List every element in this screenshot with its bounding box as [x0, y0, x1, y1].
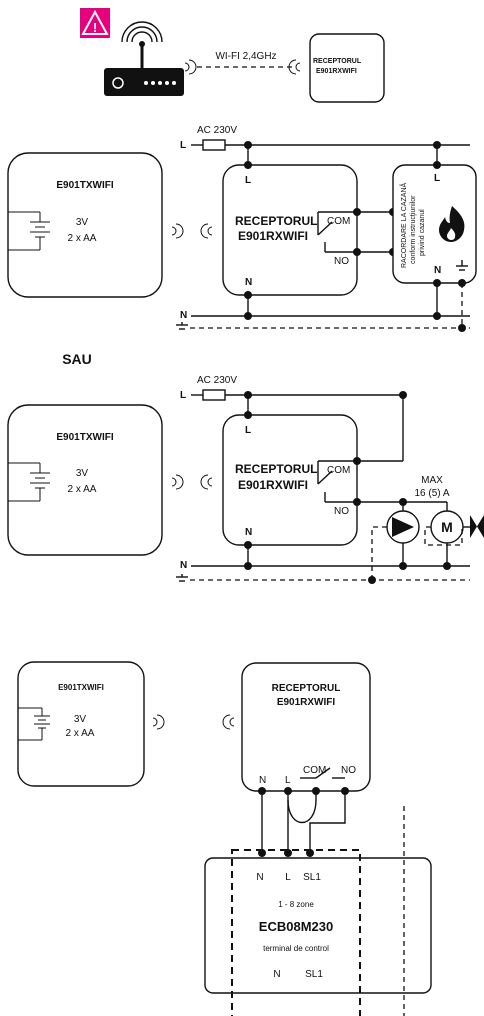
receiver-label: RECEPTORUL: [235, 462, 317, 476]
router-icon: [104, 21, 184, 96]
bottom-N-label: N: [273, 969, 280, 980]
receiver-label: RECEPTORUL: [313, 58, 362, 65]
section-2: AC 230V L N E901TXWIFI 3V 2 x AA: [7, 375, 484, 584]
pump-icon: [386, 510, 420, 544]
com-terminal: COM: [303, 765, 326, 776]
signal-out-icon: [171, 474, 184, 490]
fuse: [202, 139, 226, 151]
rx-L-terminal: L: [245, 175, 251, 186]
rx-L-terminal: L: [285, 775, 291, 786]
no-terminal: NO: [334, 506, 349, 517]
receiver-box: [241, 662, 371, 792]
battery-icon: [8, 462, 50, 502]
signal-out-icon: [152, 714, 165, 730]
transmitter-model: E901TXWIFI: [58, 683, 104, 692]
boiler-N-terminal: N: [434, 265, 441, 276]
svg-text:M: M: [441, 519, 453, 535]
com-terminal: COM: [327, 465, 350, 476]
valve-icon: [463, 515, 484, 538]
receiver-label: RECEPTORUL: [272, 683, 341, 694]
rx-L-terminal: L: [245, 425, 251, 436]
control-terminal-box: [204, 857, 432, 994]
signal-in-icon: [200, 474, 213, 490]
receiver-model: E901RXWIFI: [277, 697, 336, 708]
line-L-label: L: [180, 390, 186, 401]
com-terminal: COM: [327, 216, 350, 227]
ground-icon: [176, 322, 188, 330]
no-terminal: NO: [334, 256, 349, 267]
supply-label: AC 230V: [197, 375, 237, 386]
receiver-box: [222, 414, 358, 546]
rx-N-terminal: N: [245, 527, 252, 538]
supply-label: AC 230V: [197, 125, 237, 136]
wifi-signal-icon: [288, 59, 301, 75]
wifi-signal-icon: [184, 59, 197, 75]
transmitter-model: E901TXWIFI: [56, 180, 113, 191]
term-SL1-label: SL1: [303, 872, 321, 883]
warning-icon: !: [93, 20, 97, 35]
ground-icon: [176, 574, 188, 582]
term-N-label: N: [256, 872, 263, 883]
battery-icon: [18, 707, 50, 741]
boiler-instruction: conform instrucţiunilor: [410, 195, 417, 264]
zones-label: 1 - 8 zone: [278, 900, 314, 909]
battery-type: 2 x AA: [66, 728, 95, 739]
flame-icon: [439, 206, 465, 242]
term-L-label: L: [285, 872, 291, 883]
rx-N-terminal: N: [259, 775, 266, 786]
receiver-model: E901RXWIFI: [238, 229, 308, 243]
max-current-label: MAX: [421, 475, 443, 486]
signal-out-icon: [171, 223, 184, 239]
boiler-instruction: privind cazanul: [419, 209, 426, 256]
battery-voltage: 3V: [76, 217, 89, 228]
receiver-label: RECEPTORUL: [235, 214, 317, 228]
signal-in-icon: [200, 223, 213, 239]
section-1: AC 230V L N E901TXWIFI 3V 2 x AA: [7, 125, 477, 332]
transmitter-model: E901TXWIFI: [56, 432, 113, 443]
sau-label: SAU: [62, 351, 92, 367]
battery-icon: [8, 211, 50, 251]
terminal-model: ECB08M230: [259, 919, 333, 934]
battery-type: 2 x AA: [68, 484, 97, 495]
line-N-label: N: [180, 560, 187, 571]
warning-badge: !: [80, 8, 110, 38]
terminal-description: terminal de control: [263, 944, 329, 953]
motor-icon: M: [430, 510, 464, 544]
battery-type: 2 x AA: [68, 233, 97, 244]
signal-in-icon: [222, 714, 235, 730]
transmitter-box: [17, 661, 145, 787]
battery-voltage: 3V: [76, 468, 89, 479]
max-current-value: 16 (5) A: [414, 488, 449, 499]
receiver-model: E901RXWIFI: [316, 68, 357, 75]
transmitter-box: [7, 152, 163, 298]
rx-N-terminal: N: [245, 277, 252, 288]
boiler-instruction: RACORDARE LA CAZANĂ: [399, 182, 408, 268]
zone-module-outline: [231, 849, 361, 1016]
battery-voltage: 3V: [74, 714, 87, 725]
line-N-label: N: [180, 310, 187, 321]
fuse: [202, 389, 226, 401]
section-3: E901TXWIFI 3V 2 x AA RECEPTORUL E901RXWI…: [17, 661, 432, 1016]
line-L-label: L: [180, 140, 186, 151]
receiver-box: [222, 164, 358, 296]
bottom-SL1-label: SL1: [305, 969, 323, 980]
receiver-box: [309, 33, 385, 103]
receiver-model: E901RXWIFI: [238, 478, 308, 492]
boiler-L-terminal: L: [434, 173, 440, 184]
transmitter-box: [7, 404, 163, 556]
no-terminal: NO: [341, 765, 356, 776]
ground-icon: [456, 260, 468, 271]
wifi-label: WI-FI 2,4GHz: [215, 51, 276, 62]
